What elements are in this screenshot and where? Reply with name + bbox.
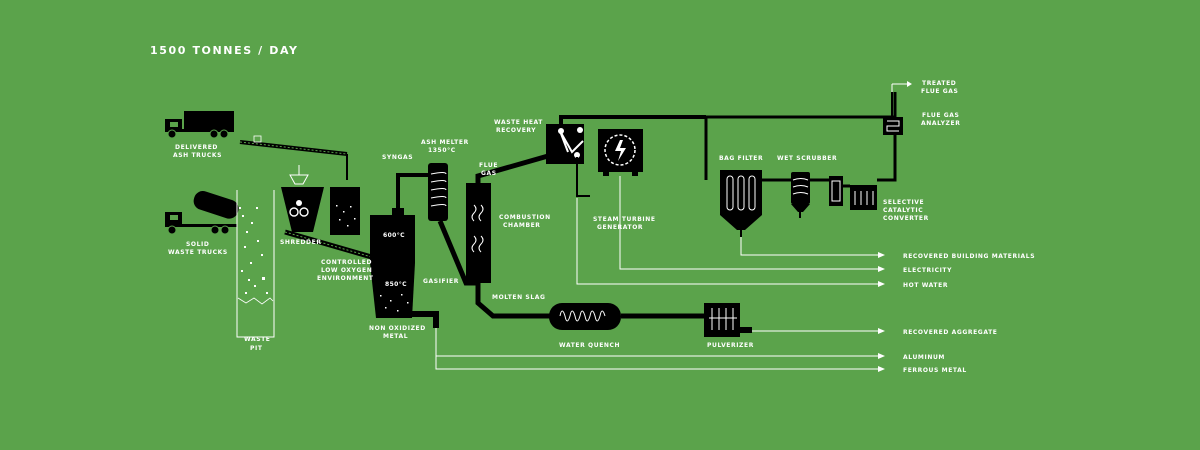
steam-turbine-label: STEAM TURBINE GENERATOR bbox=[593, 216, 658, 231]
waste-pit-icon bbox=[236, 190, 275, 338]
output-lines bbox=[435, 176, 880, 370]
gasifier-label: GASIFIER bbox=[423, 278, 459, 285]
temp-600-label: 600°C bbox=[383, 232, 405, 239]
analyzer-icon bbox=[883, 81, 912, 135]
conveyor-icon bbox=[239, 135, 348, 180]
output-recovered-aggregate: RECOVERED AGGREGATE bbox=[903, 329, 998, 336]
output-recovered-building-materials: RECOVERED BUILDING MATERIALS bbox=[903, 253, 1035, 260]
waste-pit-label: WASTE PIT bbox=[244, 336, 273, 352]
dump-truck-icon bbox=[165, 111, 234, 139]
bag-filter-label: BAG FILTER bbox=[719, 155, 763, 162]
pulverizer-label: PULVERIZER bbox=[707, 342, 754, 349]
water-quench-icon bbox=[549, 303, 621, 330]
output-electricity: ELECTRICITY bbox=[903, 267, 952, 274]
ash-melter-label: ASH MELTER 1350°C bbox=[421, 139, 472, 154]
gasifier-icon bbox=[370, 173, 439, 328]
molten-slag-label: MOLTEN SLAG bbox=[492, 294, 546, 301]
turbine-icon bbox=[598, 129, 643, 176]
output-aluminum: ALUMINUM bbox=[903, 354, 945, 361]
tipper-truck-icon bbox=[165, 191, 239, 235]
combustion-chamber-label: COMBUSTION CHAMBER bbox=[499, 214, 553, 229]
catalytic-converter-icon bbox=[829, 176, 877, 210]
boiler-icon bbox=[546, 115, 706, 197]
shredder-icon bbox=[281, 165, 360, 235]
temp-850-label: 850°C bbox=[385, 281, 407, 288]
non-oxidized-metal-label: NON OXIDIZED METAL bbox=[369, 325, 429, 340]
waste-heat-recovery-label: WASTE HEAT RECOVERY bbox=[494, 119, 546, 134]
flue-gas-analyzer-label: FLUE GAS ANALYZER bbox=[921, 112, 962, 127]
delivered-ash-trucks-label: DELIVERED ASH TRUCKS bbox=[173, 144, 222, 159]
output-arrowheads bbox=[878, 252, 885, 372]
bag-filter-icon bbox=[720, 170, 762, 237]
controlled-environment-label: CONTROLLED LOW OXYGEN ENVIRONMENT bbox=[317, 259, 375, 282]
flue-gas-label: FLUE GAS bbox=[479, 162, 501, 177]
combustion-chamber-icon bbox=[466, 153, 549, 283]
output-hot-water: HOT WATER bbox=[903, 282, 948, 289]
solid-waste-trucks-label: SOLID WASTE TRUCKS bbox=[168, 241, 228, 256]
pulverizer-icon bbox=[704, 303, 752, 337]
treated-flue-gas-label: TREATED FLUE GAS bbox=[921, 80, 959, 95]
scrubber-icon bbox=[791, 172, 810, 218]
selective-catalytic-label: SELECTIVE CATALYTIC CONVERTER bbox=[883, 199, 929, 222]
shredder-label: SHREDDER bbox=[280, 239, 322, 246]
output-ferrous-metal: FERROUS METAL bbox=[903, 367, 967, 374]
water-quench-label: WATER QUENCH bbox=[559, 342, 620, 349]
wet-scrubber-label: WET SCRUBBER bbox=[777, 155, 837, 162]
page-title: 1500 TONNES / DAY bbox=[150, 44, 299, 57]
syngas-label: SYNGAS bbox=[382, 154, 413, 161]
